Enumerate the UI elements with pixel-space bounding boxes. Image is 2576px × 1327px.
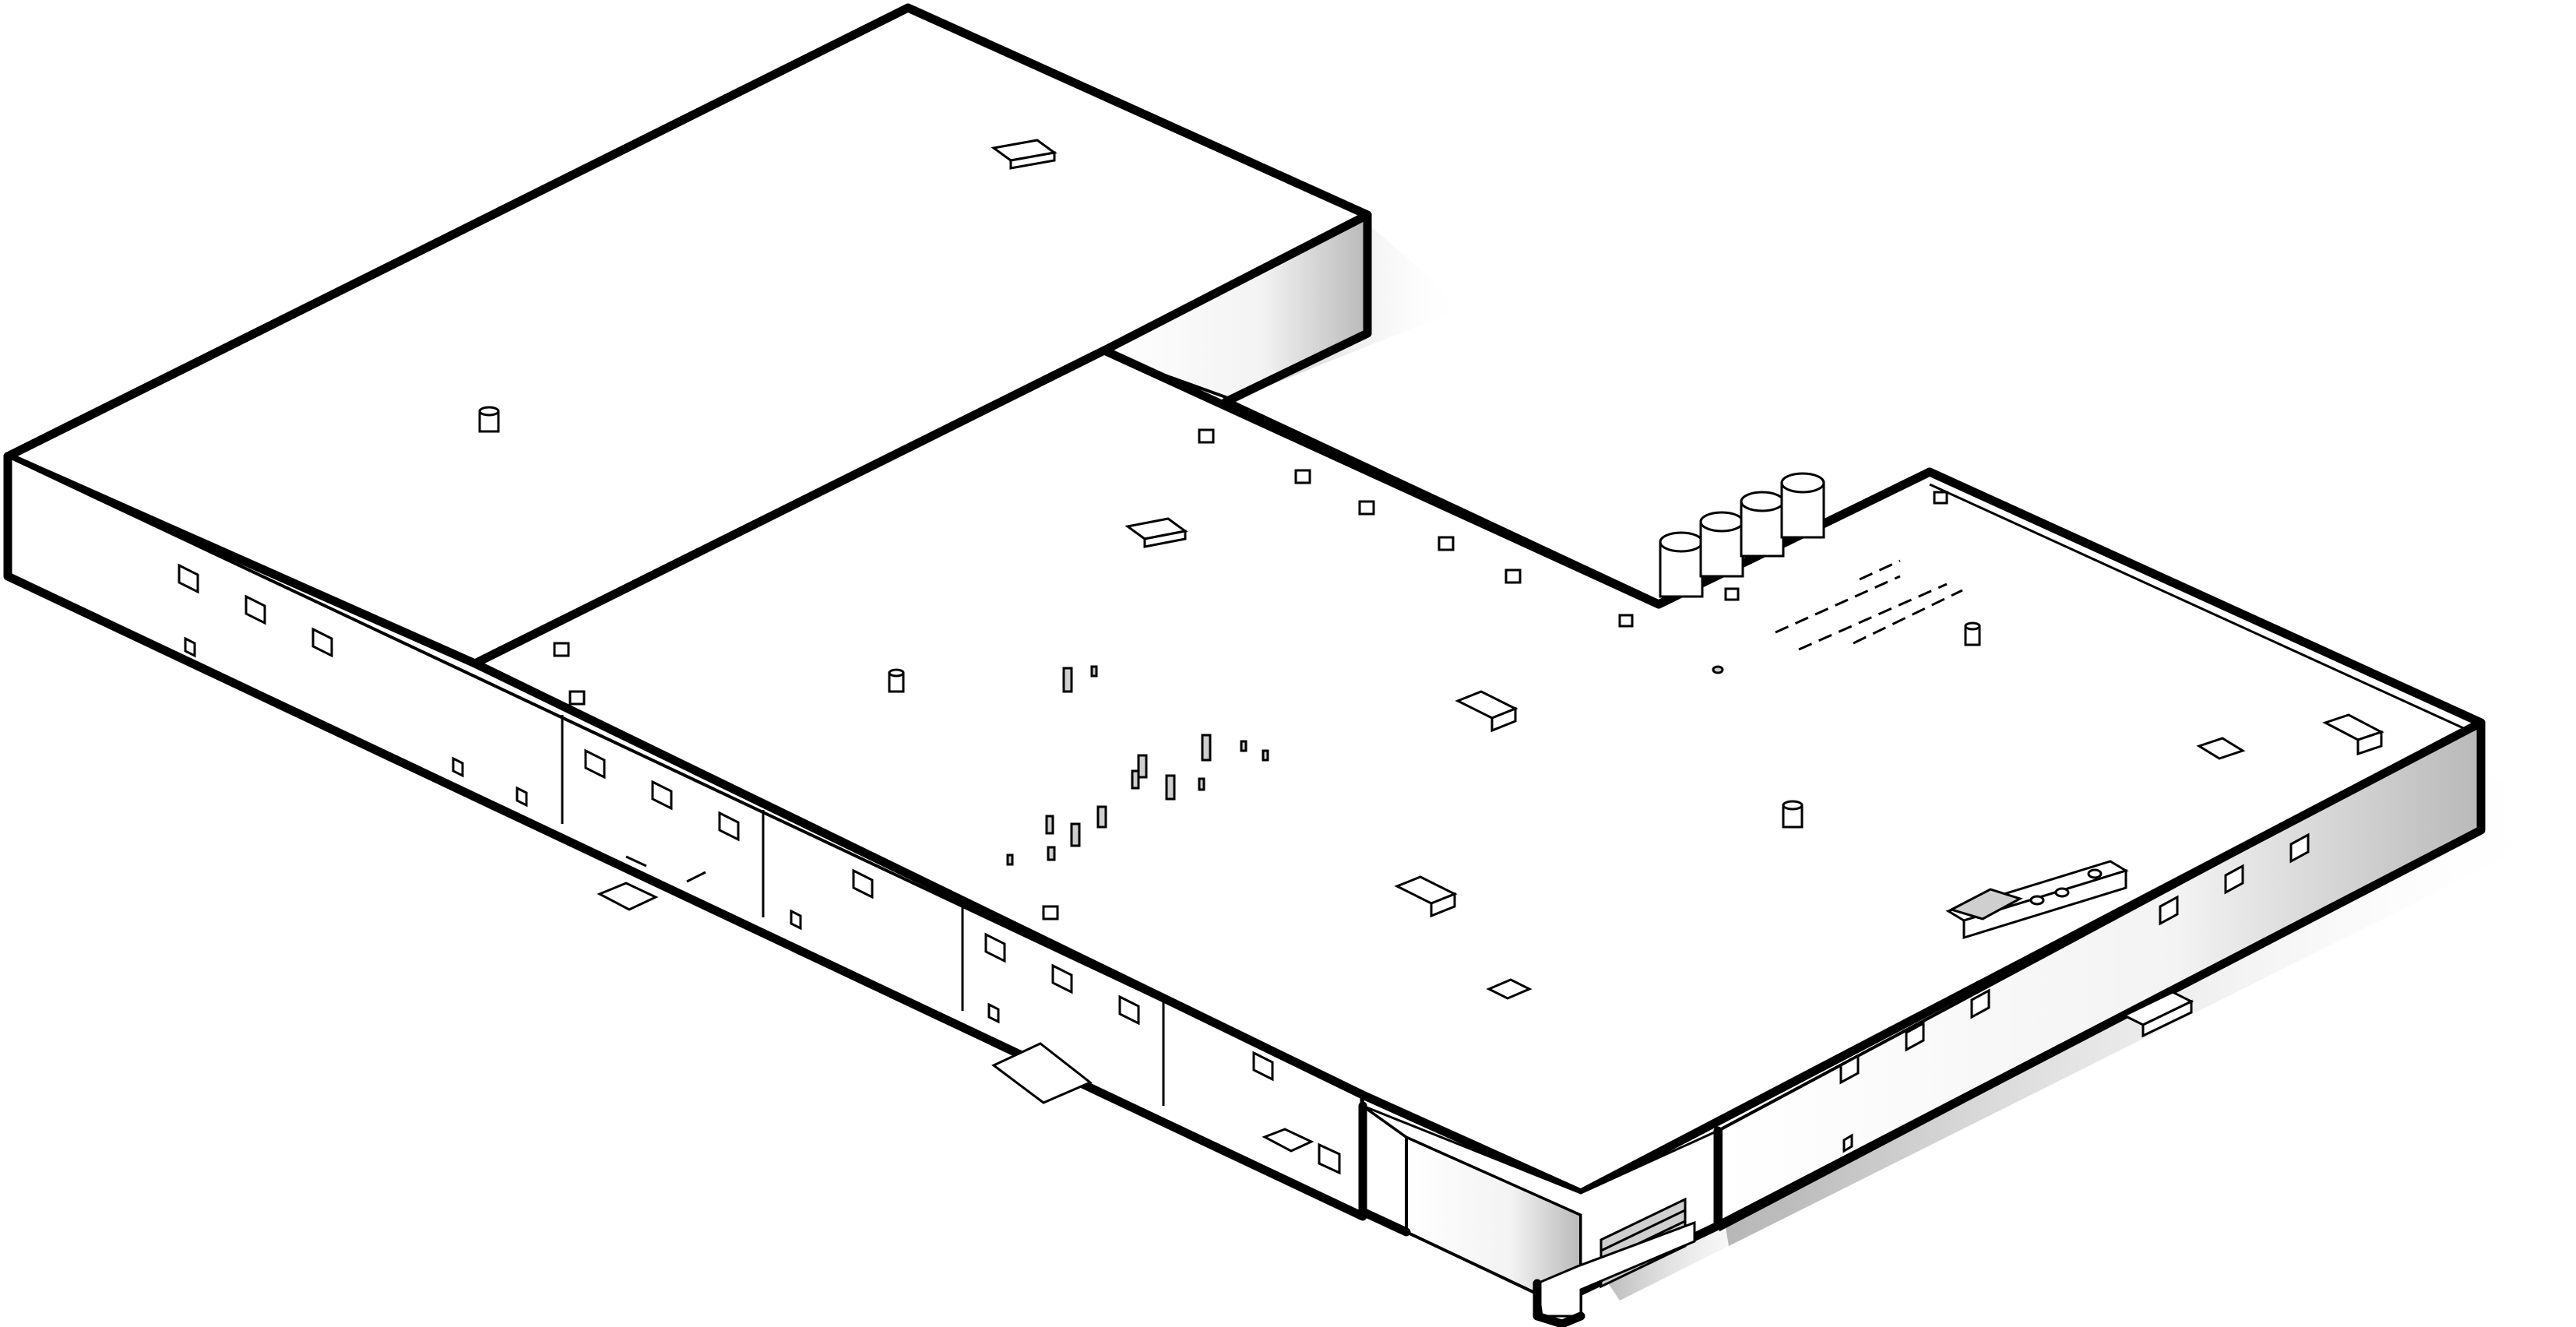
exhaust-fan — [1964, 621, 1981, 646]
building-silhouette — [3, 3, 2486, 1230]
window — [1051, 963, 1073, 994]
window — [1842, 1133, 1853, 1153]
storage-tank — [1780, 472, 1825, 539]
window — [311, 627, 333, 658]
southwest-windows — [178, 563, 1274, 1082]
window — [1905, 1021, 1925, 1052]
window — [2289, 832, 2310, 864]
door — [987, 1002, 1000, 1024]
storage-tank — [1740, 491, 1785, 558]
rooftop-unit — [1455, 690, 1519, 733]
door — [790, 909, 802, 931]
southwest-doors — [184, 636, 1341, 1175]
storage-tank — [1659, 531, 1704, 598]
exhaust-fan — [478, 406, 500, 433]
window — [1252, 1051, 1274, 1082]
window — [1118, 994, 1140, 1026]
window — [651, 780, 673, 811]
window — [1839, 1054, 1860, 1085]
entrance-canopy — [1358, 1101, 1723, 1327]
window — [584, 748, 606, 780]
transformer — [1262, 1128, 1314, 1153]
door — [184, 636, 196, 658]
north-roof-equipment — [478, 139, 1057, 433]
door — [516, 786, 528, 808]
exhaust-fan — [1782, 800, 1804, 829]
window — [2159, 895, 2179, 926]
window — [718, 811, 740, 842]
window — [178, 563, 199, 594]
storage-tank — [1699, 511, 1744, 578]
ground-equipment — [596, 855, 1314, 1153]
ramp — [991, 1042, 1093, 1104]
vent-caps — [553, 428, 1948, 920]
door — [452, 756, 464, 778]
door — [1318, 1142, 1341, 1175]
rooftop-unit — [1124, 517, 1188, 548]
rooftop-unit — [1394, 875, 1458, 918]
window — [984, 932, 1006, 963]
window — [2224, 864, 2244, 895]
rooftop-unit — [2322, 713, 2384, 756]
rooftop-unit — [1486, 978, 1533, 1000]
rooftop-unit — [2196, 737, 2246, 760]
roof-markings — [1775, 559, 1963, 651]
mechanical-platform — [1945, 860, 2129, 940]
exhaust-fan — [1712, 665, 1724, 674]
window — [852, 868, 874, 899]
southeast-ground-equipment — [2121, 991, 2194, 1038]
exhaust-fan — [888, 668, 905, 693]
rooftop-unit — [991, 139, 1057, 170]
window — [245, 594, 266, 625]
main-roof-equipment — [553, 428, 2384, 1000]
southeast-windows — [1839, 832, 2310, 1153]
concrete-pad — [596, 882, 659, 911]
window — [1970, 988, 1990, 1019]
storage-tanks — [1659, 472, 1825, 598]
pipe-stacks — [1006, 665, 1269, 866]
roof-joint — [474, 349, 1105, 665]
